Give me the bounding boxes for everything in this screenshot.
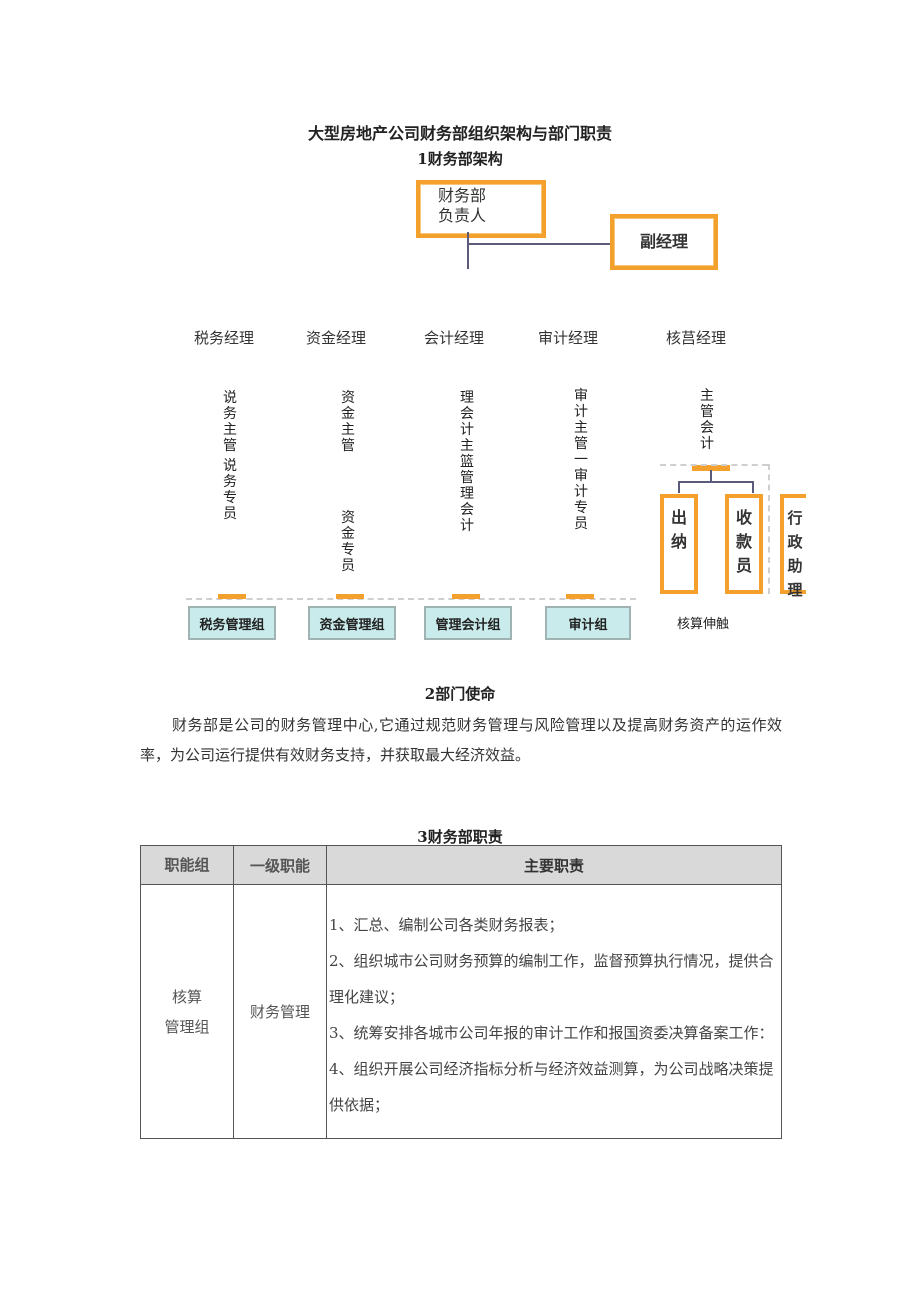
deputy-box: 副经理 <box>610 214 718 270</box>
section-1-title: 1财务部架构 <box>417 150 503 168</box>
group-tab-fund <box>336 594 364 599</box>
duty-item: 4、组织开展公司经济指标分析与经济效益测算，为公司战略决策提供依据； <box>329 1059 774 1114</box>
cashier-box: 出纳 <box>660 494 698 594</box>
manager-tax: 税务经理 <box>194 329 255 347</box>
core-dashed-right <box>768 464 770 594</box>
core-left-drop <box>678 481 680 493</box>
section-3-title: 3财务部职责 <box>417 828 503 846</box>
manager-fund: 资金经理 <box>306 329 367 347</box>
tax-supervisor: 说务主管 <box>223 390 237 454</box>
head-stem <box>467 232 469 269</box>
accounting-supervisor: 理会计主篮 <box>460 390 474 470</box>
receiver-box: 收款员 <box>725 494 763 594</box>
header-function: 一级职能 <box>233 845 327 885</box>
core-right-drop <box>752 481 754 493</box>
group-dash-line <box>186 598 636 600</box>
group-management-accounting: 管理会计组 <box>424 606 512 640</box>
cell-group: 核算 管理组 <box>140 884 234 1139</box>
duty-item: 2、组织城市公司财务预算的编制工作，监督预算执行情况，提供合理化建议； <box>329 951 774 1006</box>
table-header-row: 职能组 一级职能 主要职责 <box>140 845 782 885</box>
admin-assistant-box: 行政助理 <box>780 494 806 599</box>
deputy-connector <box>467 243 612 245</box>
core-connector-tab <box>692 465 730 471</box>
core-group-label: 核算伸触 <box>677 617 730 632</box>
group-tax-management: 税务管理组 <box>188 606 276 640</box>
cell-group-line1: 核算 <box>171 987 202 1006</box>
fund-supervisor: 资金主管 <box>341 390 355 454</box>
head-box-line2: 负责人 <box>438 206 487 225</box>
manager-audit: 审计经理 <box>538 329 599 347</box>
fund-specialist: 资金专员 <box>341 510 355 574</box>
audit-supervisor: 审计主管一 <box>574 388 588 468</box>
table-row: 核算 管理组 财务管理 1、汇总、编制公司各类财务报表； 2、组织城市公司财务预… <box>140 884 782 1139</box>
document-title: 大型房地产公司财务部组织架构与部门职责 <box>307 124 612 143</box>
group-tab-accounting <box>452 594 480 599</box>
cell-duties: 1、汇总、编制公司各类财务报表； 2、组织城市公司财务预算的编制工作，监督预算执… <box>326 884 782 1139</box>
management-accounting: 管理会计 <box>460 470 474 534</box>
mission-paragraph: 财务部是公司的财务管理中心,它通过规范财务管理与风险管理以及提高财务资产的运作效… <box>140 716 782 764</box>
core-stem <box>710 470 712 482</box>
cell-function: 财务管理 <box>233 884 327 1139</box>
head-box: 财务部 负责人 <box>416 180 546 238</box>
group-fund-management: 资金管理组 <box>308 606 396 640</box>
tax-specialist: 说务专员 <box>223 458 237 522</box>
group-tab-audit <box>566 594 594 599</box>
group-tab-tax <box>218 594 246 599</box>
core-dashed-left <box>660 464 768 466</box>
duty-item: 1、汇总、编制公司各类财务报表； <box>329 915 564 934</box>
manager-core: 核莒经理 <box>666 329 727 347</box>
header-group: 职能组 <box>140 845 234 885</box>
chief-accountant: 主管会计 <box>700 388 714 452</box>
cell-group-line2: 管理组 <box>164 1017 210 1036</box>
manager-accounting: 会计经理 <box>424 329 485 347</box>
core-bar <box>678 481 754 483</box>
section-2-title: 2部门使命 <box>424 685 496 703</box>
audit-specialist: 审计专员 <box>574 468 588 532</box>
header-duties: 主要职责 <box>326 845 782 885</box>
duty-item: 3、统筹安排各城市公司年报的审计工作和报国资委决算备案工作： <box>329 1023 774 1042</box>
duties-table: 职能组 一级职能 主要职责 核算 管理组 财务管理 1、汇总、编制公司各类财务报… <box>140 845 782 1139</box>
head-box-line1: 财务部 <box>438 186 487 205</box>
group-audit: 审计组 <box>545 606 631 640</box>
